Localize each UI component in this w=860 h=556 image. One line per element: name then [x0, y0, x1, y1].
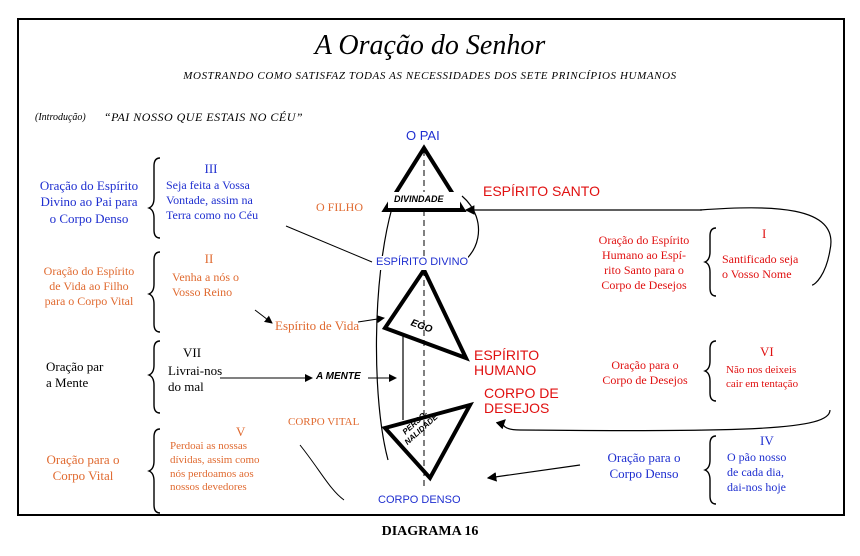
- ego-triangle: [381, 265, 470, 362]
- right-prayer-1: Oração do Espírito Humano ao Espí- rito …: [598, 233, 690, 292]
- right-petition-2: Não nos deixeis cair em tentação: [726, 364, 799, 390]
- son-curve: [375, 207, 393, 461]
- right-numeral-2: VI: [760, 344, 774, 359]
- left-numeral-3: VII: [183, 345, 202, 360]
- connector-will: [285, 225, 373, 263]
- left-prayer-1: Oração do Espírito Divino ao Pai para o …: [39, 178, 139, 226]
- label-o-pai: O PAI: [406, 128, 440, 143]
- left-petition-4: Perdoai as nossas dívidas, assim como nó…: [170, 440, 260, 494]
- label-a-mente: A MENTE: [316, 371, 361, 382]
- connector-kingdom: [254, 309, 273, 324]
- subtitle: MOSTRANDO COMO SATISFAZ TODAS AS NECESSI…: [183, 70, 677, 82]
- left-prayer-3: Oração par a Mente: [46, 359, 104, 391]
- left-petition-3: Livrai-nos do mal: [168, 363, 223, 395]
- label-corpo-denso: CORPO DENSO: [378, 494, 461, 506]
- left-prayer-4: Oração para o Corpo Vital: [46, 452, 120, 484]
- label-espirito-humano: ESPÍRITO HUMANO: [474, 347, 540, 379]
- right-numeral-3: IV: [760, 433, 774, 448]
- diagram-caption: DIAGRAMA 16: [381, 524, 479, 539]
- arrow-dense-body: [486, 464, 581, 482]
- right-numeral-1: I: [762, 226, 767, 241]
- left-numeral-2: II: [204, 251, 214, 266]
- label-corpo-de-desejos: CORPO DE DESEJOS: [484, 385, 559, 417]
- right-petition-3: O pão nosso de cada dia, dai-nos hoje: [727, 450, 787, 494]
- connector-sanctified: [699, 207, 832, 286]
- label-corpo-vital: CORPO VITAL: [288, 416, 360, 428]
- diagram-frame: [17, 18, 845, 516]
- left-petition-1: Seja feita a Vossa Vontade, assim na Ter…: [166, 178, 259, 222]
- label-o-filho: O FILHO: [316, 200, 363, 214]
- left-petition-2: Venha a nós o Vosso Reino: [172, 270, 239, 299]
- intro-label: (Introdução): [35, 112, 86, 123]
- label-espirito-divino: ESPÍRITO DIVINO: [376, 256, 469, 270]
- connector-forgive: [299, 444, 345, 501]
- label-espirito-santo: ESPÍRITO SANTO: [483, 183, 600, 199]
- arrow-desire-body: [495, 409, 831, 432]
- label-divindade: DIVINDADE: [394, 194, 444, 204]
- personality-triangle: [381, 401, 475, 482]
- right-prayer-3: Oração para o Corpo Denso: [607, 450, 681, 482]
- upper-triangle: [381, 144, 467, 212]
- label-espirito-de-vida: Espírito de Vida: [275, 318, 360, 333]
- intro-text: “PAI NOSSO QUE ESTAIS NO CÉU”: [104, 110, 304, 124]
- left-prayer-2: Oração do Espírito de Vida ao Filho para…: [43, 264, 135, 308]
- right-petition-1: Santificado seja o Vosso Nome: [722, 252, 799, 281]
- page-title: A Oração do Senhor: [314, 30, 546, 61]
- right-prayer-2: Oração para o Corpo de Desejos: [602, 358, 688, 387]
- left-brackets: [147, 157, 161, 514]
- left-numeral-1: III: [204, 161, 218, 176]
- left-numeral-4: V: [236, 424, 246, 439]
- right-brackets: [703, 227, 717, 505]
- connector-life-spirit: [357, 315, 385, 324]
